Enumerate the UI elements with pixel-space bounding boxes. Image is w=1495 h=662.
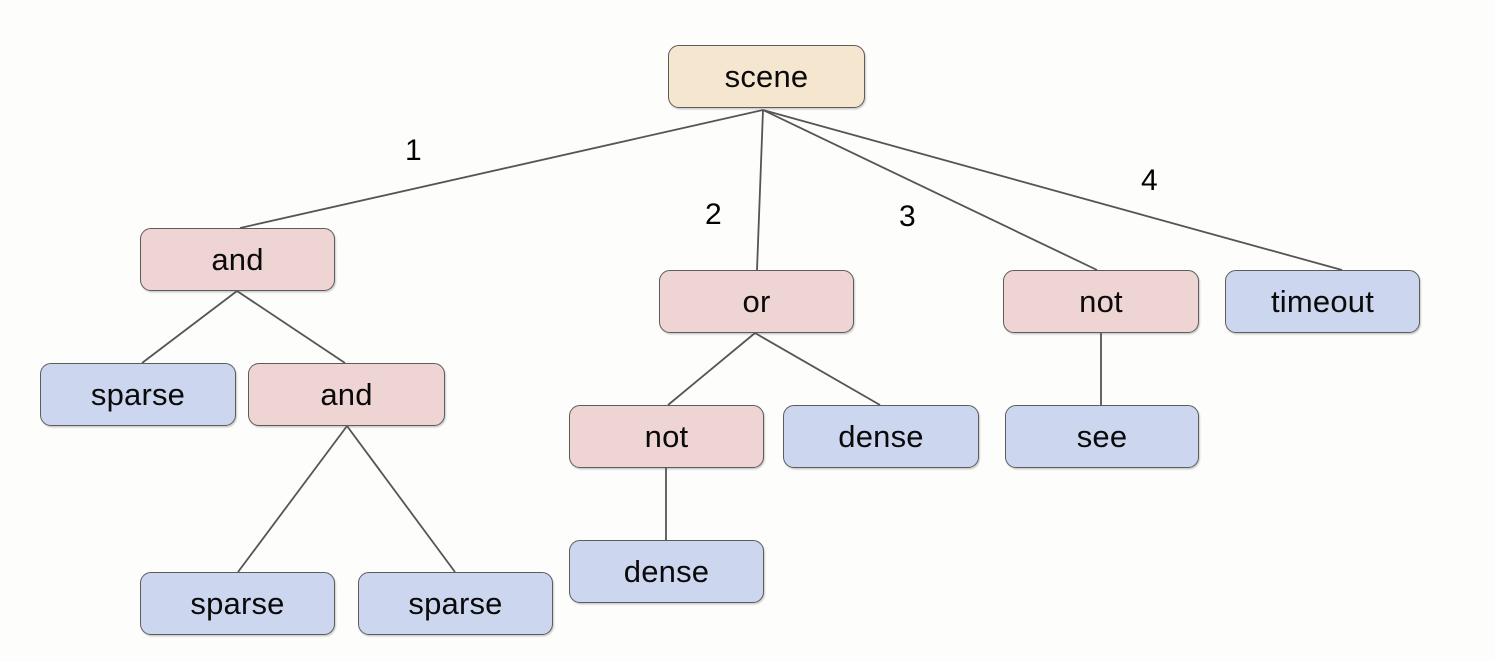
node-sparse1[interactable]: sparse	[40, 363, 236, 426]
node-scene[interactable]: scene	[668, 45, 865, 108]
edge-scene-to-timeout	[762, 109, 1343, 271]
node-label: see	[1076, 419, 1128, 454]
node-label: sparse	[190, 586, 285, 621]
edge-or1-to-dense1	[754, 332, 881, 406]
node-label: or	[742, 284, 771, 319]
node-label: scene	[724, 59, 809, 94]
node-not2[interactable]: not	[569, 405, 764, 468]
node-label: sparse	[408, 586, 503, 621]
edge-and2-to-sparse3	[346, 425, 456, 573]
node-label: dense	[623, 554, 710, 589]
node-label: and	[320, 377, 373, 412]
edge-label-3: 3	[899, 200, 916, 233]
node-and1[interactable]: and	[140, 228, 335, 291]
edge-or1-to-not2	[667, 332, 756, 406]
node-label: sparse	[90, 377, 186, 412]
edge-scene-to-or1	[756, 109, 764, 271]
edge-and1-to-and2	[236, 290, 346, 364]
node-dense2[interactable]: dense	[569, 540, 764, 603]
node-dense1[interactable]: dense	[783, 405, 979, 468]
node-see[interactable]: see	[1005, 405, 1199, 468]
edge-and2-to-sparse2	[237, 425, 348, 573]
node-or1[interactable]: or	[659, 270, 854, 333]
edge-scene-to-and1	[239, 109, 764, 229]
node-timeout[interactable]: timeout	[1225, 270, 1420, 333]
edge-label-4: 4	[1141, 164, 1158, 197]
node-label: not	[644, 419, 689, 454]
edge-and1-to-sparse1	[141, 290, 238, 364]
edge-scene-to-not1	[762, 109, 1098, 271]
node-label: and	[211, 242, 264, 277]
node-label: dense	[838, 419, 924, 454]
node-and2[interactable]: and	[248, 363, 445, 426]
node-sparse2[interactable]: sparse	[140, 572, 335, 635]
node-label: not	[1079, 284, 1123, 319]
edge-label-1: 1	[405, 134, 422, 167]
node-not1[interactable]: not	[1003, 270, 1199, 333]
node-sparse3[interactable]: sparse	[358, 572, 553, 635]
node-label: timeout	[1270, 284, 1375, 319]
edge-label-2: 2	[705, 198, 722, 231]
